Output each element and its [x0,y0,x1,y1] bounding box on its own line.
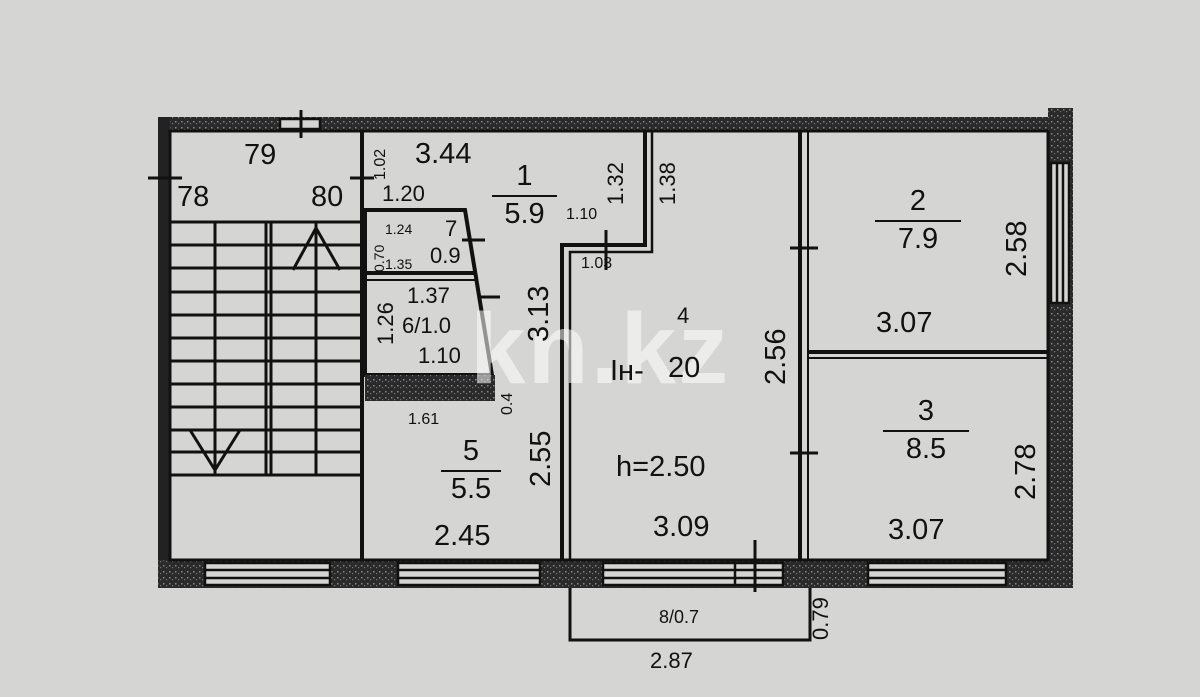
room-4-prefix: Ін- [610,355,644,387]
stair-number-78: 78 [177,181,210,213]
room-7-area: 0.9 [430,243,461,268]
room-7-dim-1-35: 1.35 [385,256,413,272]
room-4-dim-2-56: 2.56 [760,328,792,385]
stair-number-79: 79 [244,139,277,171]
room-5-dim-2-45: 2.45 [434,520,491,552]
room-6-dim-1-37: 1.37 [407,283,450,308]
room-4-area: 20 [668,352,701,384]
stair-number-80: 80 [311,181,344,213]
dim-0-4: 0.4 [499,392,516,415]
room-2-label: 2 7.9 [875,187,961,254]
dim-1-32: 1.32 [603,162,628,205]
room-5-number: 5 [441,437,501,472]
room-3-label: 3 8.5 [883,397,969,464]
balcony-dim-0-79: 0.79 [808,597,833,640]
room-7-dim-1-24: 1.24 [385,221,413,237]
room-1-label: 1 5.9 [492,162,557,229]
room-7-number: 7 [445,216,458,241]
stairs [170,222,362,475]
watermark: kn.kz [470,293,731,405]
room-3-dim-3-07: 3.07 [888,514,945,546]
room-5-area: 5.5 [450,473,492,505]
room-5-dim-1-61: 1.61 [408,411,440,428]
room-1-number: 1 [492,162,557,197]
windows [203,117,1071,587]
dim-1-03: 1.03 [581,255,613,272]
balcony-dim-2-87: 2.87 [650,648,693,673]
balcony [568,588,812,642]
dim-1-10: 1.10 [566,206,598,223]
room-6-label: 6/1.0 [402,313,451,338]
room-3-number: 3 [883,397,969,432]
room-1-dim-1-02: 1.02 [372,148,389,180]
balcony-label: 8/0.7 [659,607,700,627]
room-1-length: 3.44 [415,138,472,170]
room-5-label: 5 5.5 [441,437,501,504]
room-6-dim-1-26: 1.26 [373,302,398,345]
room-3-area: 8.5 [905,433,947,465]
ceiling-height: h=2.50 [616,451,706,483]
room-1-area: 5.9 [504,198,545,230]
room-2-dim-2-58: 2.58 [1001,220,1033,277]
room-4-number: 4 [677,303,690,328]
room-2-area: 7.9 [897,223,939,255]
room-6-dim-1-10: 1.10 [418,343,461,368]
room-4-dim-3-13: 3.13 [523,285,555,342]
room-2-number: 2 [875,187,961,222]
room-7-dim-0-70: 0.70 [371,244,387,272]
room-4-dim-3-09: 3.09 [653,511,710,543]
room-1-dim-1-20: 1.20 [382,181,425,206]
room-2-dim-3-07: 3.07 [876,307,933,339]
dim-1-38: 1.38 [655,162,680,205]
room-5-dim-2-55: 2.55 [525,430,557,487]
room-3-dim-2-78: 2.78 [1010,443,1042,500]
